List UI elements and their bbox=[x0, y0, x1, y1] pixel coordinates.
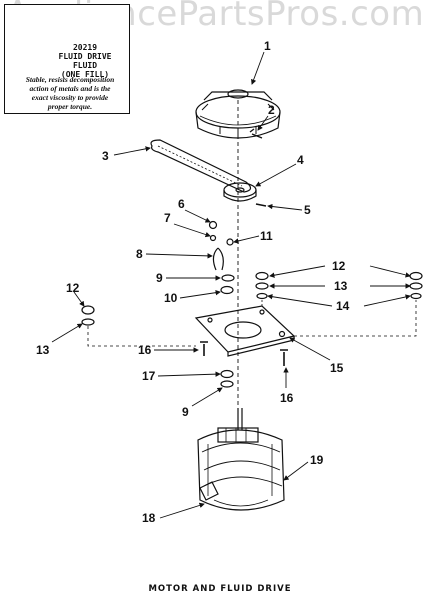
callout-19: 19 bbox=[310, 453, 324, 467]
callout-9: 9 bbox=[156, 271, 163, 285]
mounting-plate bbox=[194, 305, 296, 357]
callout-16-right: 16 bbox=[280, 391, 294, 405]
dashed-link-left bbox=[87, 326, 196, 347]
callout-15: 15 bbox=[330, 361, 344, 375]
note-body-line: exact viscosity to provide bbox=[31, 93, 109, 102]
callout-8: 8 bbox=[136, 247, 143, 261]
nut-right-b-12 bbox=[409, 271, 423, 281]
callout-17: 17 bbox=[142, 369, 156, 383]
motor-pulley bbox=[223, 182, 257, 202]
callout-4: 4 bbox=[297, 153, 304, 167]
callout-16-left: 16 bbox=[138, 343, 152, 357]
washer-part-9 bbox=[221, 274, 235, 282]
washer-lower-9 bbox=[220, 380, 234, 388]
nut-right-a-12 bbox=[255, 271, 269, 281]
callout-12-left: 12 bbox=[66, 281, 80, 295]
note-title-line: 20219 bbox=[72, 43, 98, 52]
nut-part-11 bbox=[226, 238, 234, 246]
grommet-right-a-14 bbox=[256, 292, 268, 300]
drive-belt bbox=[150, 139, 252, 193]
bolt-right-16 bbox=[280, 349, 288, 366]
motor-shaft bbox=[237, 408, 243, 430]
motor-terminal bbox=[199, 481, 219, 501]
callout-3: 3 bbox=[102, 149, 109, 163]
note-body: Stable, resists decomposition action of … bbox=[13, 75, 127, 111]
callout-6: 6 bbox=[178, 197, 185, 211]
nut-part-10 bbox=[220, 285, 234, 295]
washer-part-17 bbox=[220, 369, 234, 379]
u-clip bbox=[212, 247, 224, 271]
washer-right-b-13 bbox=[409, 282, 423, 290]
fluid-drive-housing bbox=[195, 89, 281, 139]
callout-13-right: 13 bbox=[334, 279, 348, 293]
note-body-line: proper torque. bbox=[47, 102, 93, 111]
callout-14-right: 14 bbox=[336, 299, 350, 313]
callout-9-lower: 9 bbox=[182, 405, 189, 419]
note-title: 20219 FLUID DRIVE FLUID (ONE FILL) bbox=[45, 43, 125, 79]
note-title-line: (ONE FILL) bbox=[60, 70, 110, 79]
set-screw bbox=[255, 203, 267, 207]
callout-12-right: 12 bbox=[332, 259, 346, 273]
washer-right-a-13 bbox=[255, 282, 269, 290]
callout-11: 11 bbox=[260, 229, 273, 243]
callout-10: 10 bbox=[164, 291, 178, 305]
washer-part-7 bbox=[209, 234, 217, 242]
note-title-line: FLUID DRIVE bbox=[58, 52, 112, 61]
callout-18: 18 bbox=[142, 511, 156, 525]
callout-1: 1 bbox=[264, 39, 271, 53]
note-body-line: action of metals and is the bbox=[29, 84, 111, 93]
dashed-link-right bbox=[294, 300, 417, 337]
nut-part-6 bbox=[208, 220, 218, 230]
diagram-caption: MOTOR AND FLUID DRIVE bbox=[148, 584, 292, 594]
note-body-line: Stable, resists decomposition bbox=[25, 75, 115, 84]
callout-2: 2 bbox=[268, 103, 275, 117]
bolt-left-16 bbox=[200, 341, 208, 356]
callout-13-left: 13 bbox=[36, 343, 50, 357]
callout-7: 7 bbox=[164, 211, 171, 225]
grommet-right-b-14 bbox=[410, 292, 422, 300]
screw-part-2 bbox=[249, 128, 263, 139]
motor-body bbox=[197, 427, 285, 511]
callout-5: 5 bbox=[304, 203, 311, 217]
nut-left-12 bbox=[81, 305, 95, 315]
leader-lines bbox=[51, 51, 411, 519]
fluid-drive-note: 20219 FLUID DRIVE FLUID (ONE FILL) Stabl… bbox=[4, 4, 130, 114]
washer-left-13 bbox=[81, 318, 95, 326]
note-title-line: FLUID bbox=[72, 61, 98, 70]
